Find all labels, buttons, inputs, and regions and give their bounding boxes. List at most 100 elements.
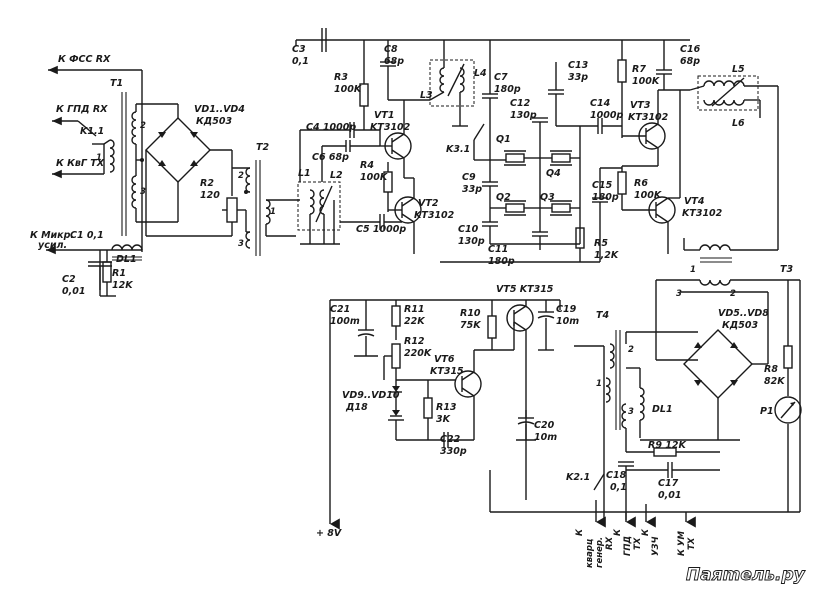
label-c20v: 10m [534,432,557,443]
label-c3: C3 [292,44,306,55]
label-c13: C13 [568,60,589,71]
label-k-fss-rx: К ФСС RX [58,54,111,65]
label-r13: R13 [436,402,457,413]
label-c17v: 0,01 [658,490,681,501]
label-t2: T2 [256,142,269,153]
label-vt2: VT2 [418,198,439,209]
mic-input [46,244,143,297]
label-c17: C17 [658,478,679,489]
label-t4-pin1: 1 [596,379,602,389]
label-kum-2: TX [687,537,697,550]
label-c3v: 0,1 [292,56,309,67]
label-r13v: 3K [436,414,451,425]
label-kt3102-c: KT3102 [628,112,669,123]
labels: К ФСС RX T1 К ГПД RX K1.1 К КвГ ТХ 1 2 3… [30,44,793,568]
label-k-mikr: К Микр. [30,230,74,241]
label-r4v: 100K [360,172,388,183]
label-t2-pin3: 3 [238,239,244,249]
label-c15: C15 [592,180,613,191]
label-c9v: 33p [462,184,482,195]
label-r3: R3 [334,72,348,83]
label-c8v: 68p [384,56,404,67]
label-kuzch-1: К [641,528,651,536]
label-r5: R5 [594,238,608,249]
label-c16: C16 [680,44,701,55]
label-c22: C22 [440,434,461,445]
label-c19v: 10m [556,316,579,327]
label-kvarc-2: кварц [585,539,595,568]
label-c9: C9 [462,172,476,183]
label-c10: C10 [458,224,479,235]
label-c5: C5 1000p [356,224,406,235]
label-c22v: 330p [440,446,467,457]
label-r6v: 100K [634,190,662,201]
crystal-filter [440,62,600,263]
label-usil: усил. [38,240,67,251]
label-c12v: 130p [510,110,537,121]
label-r7v: 100K [632,76,660,87]
label-kgpd-2: ГПД [623,536,633,556]
label-kvarc-1: К [575,528,585,536]
label-k-gpd-rx: К ГПД RX [56,104,108,115]
label-plus8v: + 8V [316,528,342,539]
vt1-vt2-stage [295,28,600,254]
label-c12: C12 [510,98,531,109]
label-c10v: 130p [458,236,485,247]
label-t2-pin1: 1 [270,207,276,217]
label-r7: R7 [632,64,646,75]
label-kt3102-b: KT3102 [414,210,455,221]
label-c7v: 180p [494,84,521,95]
label-t1-pin2: 2 [140,121,146,131]
label-c18: C18 [606,470,627,481]
label-dl1-b: DL1 [652,404,673,415]
label-c1: C1 0,1 [70,230,104,241]
label-kum-1: К УМ [677,531,687,556]
label-r11v: 22K [404,316,425,327]
label-l3: L3 [420,90,433,101]
label-r3v: 100K [334,84,362,95]
label-c2v: 0,01 [62,286,85,297]
input-section [48,65,300,256]
label-c13v: 33p [568,72,588,83]
label-kt3102-a: KT3102 [370,122,411,133]
label-t4-pin2: 2 [628,345,634,355]
label-q4: Q4 [546,168,561,179]
l3-l4-block [429,40,498,160]
label-c6: C6 68p [312,152,349,163]
label-c4: C4 1000p [306,122,356,133]
label-l1: L1 [298,168,311,179]
label-kd503-b: КД503 [722,320,758,331]
watermark-text: Паяmель.ру [686,565,806,585]
t4-meter-stage [559,280,802,528]
label-kgpd-3: TX [633,537,643,550]
label-kd503-a: КД503 [196,116,232,127]
label-t1-pin3: 3 [140,187,146,197]
label-kvarc-4: RX [605,536,615,550]
label-k21: K2.1 [566,472,590,483]
label-t4-pin3: 3 [628,407,634,417]
label-r11: R11 [404,304,425,315]
label-c16v: 68p [680,56,700,67]
label-t1: T1 [110,78,123,89]
vt5-vt6-stage [329,280,801,530]
label-r1v: 12K [112,280,133,291]
label-c21: C21 [330,304,350,315]
label-vd1-vd4: VD1..VD4 [194,104,245,115]
label-q1: Q1 [496,134,511,145]
label-l2: L2 [330,170,343,181]
label-c19: C19 [556,304,577,315]
label-kt3102-d: KT3102 [682,208,723,219]
vt3-vt4-stage [580,39,800,286]
label-r2v: 120 [200,190,220,201]
label-vd5-vd8: VD5..VD8 [718,308,769,319]
label-dl1-a: DL1 [116,254,137,265]
label-c2: C2 [62,274,76,285]
label-t1-pin1: 1 [96,153,102,163]
label-r10v: 75K [460,320,481,331]
label-vt1: VT1 [374,110,394,121]
label-c11v: 180p [488,256,515,267]
label-kvarc-3: генер. [595,537,605,568]
label-r8v: 82K [764,376,785,387]
label-t3: T3 [780,264,793,275]
